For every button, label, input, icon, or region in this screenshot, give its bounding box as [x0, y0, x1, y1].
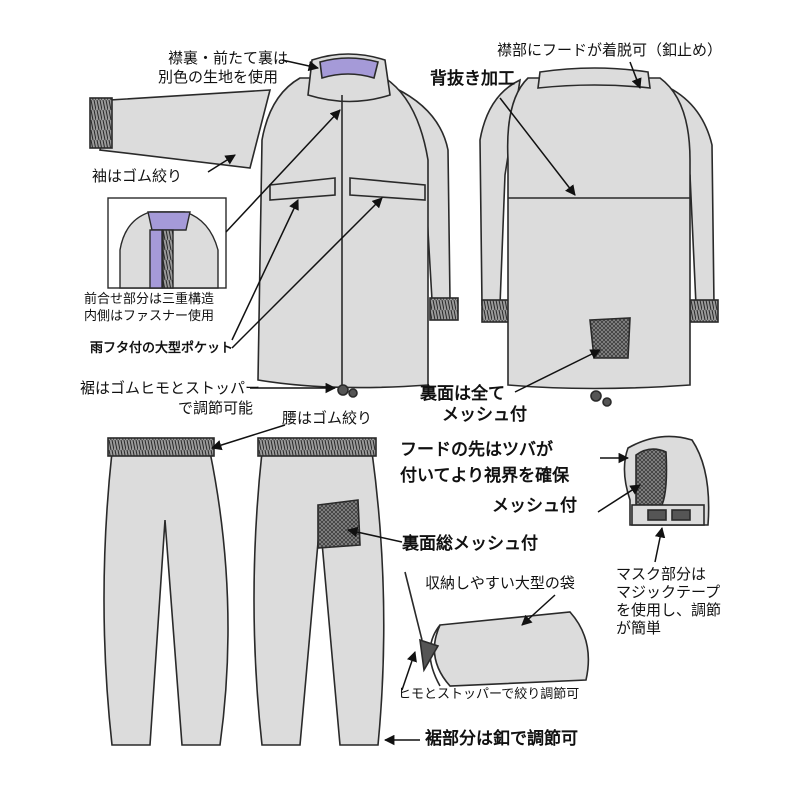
- label-pants-mesh: 裏面総メッシュ付: [402, 534, 538, 554]
- label-mask-3: を使用し、調節: [616, 601, 722, 619]
- jacket-front-right-pocket: [349, 177, 426, 201]
- label-front-closure-2: 内側はファスナー使用: [84, 309, 215, 324]
- jacket-back: [479, 67, 719, 407]
- label-cuff-elastic: 袖はゴム絞り: [92, 167, 183, 185]
- jacket-back-inner-mesh: [589, 317, 631, 359]
- label-hood-detach: 襟部にフードが着脱可（釦止め）: [497, 41, 723, 59]
- label-bag-cord: ヒモとストッパーで絞り調節可: [398, 687, 580, 702]
- jacket-back-collar: [537, 67, 651, 89]
- label-inner-mesh-1: 裏面は全て: [420, 384, 505, 404]
- front-closure-inset: [107, 197, 227, 289]
- label-waist-elastic: 腰はゴム絞り: [282, 409, 373, 427]
- hood-mask: [631, 504, 705, 526]
- pants-back: [253, 437, 385, 746]
- jacket-front-left-pocket: [269, 177, 336, 201]
- label-bag: 収納しやすい大型の袋: [425, 574, 575, 592]
- label-inner-mesh-2: メッシュ付: [442, 405, 527, 425]
- jacket-front-left-sleeve: [99, 89, 272, 169]
- callout-arrows: [207, 59, 666, 746]
- storage-bag: [404, 571, 590, 687]
- label-mask-4: が簡単: [616, 619, 662, 637]
- label-front-closure-1: 前合せ部分は三重構造: [84, 292, 215, 307]
- jacket-front-hem-stopper: [337, 384, 349, 396]
- jacket-front-right-cuff: [429, 297, 459, 321]
- pants-inner-mesh: [317, 499, 361, 549]
- jacket-back-left-cuff: [481, 299, 511, 323]
- jacket-front: [89, 53, 459, 398]
- label-pocket: 雨フタ付の大型ポケット: [90, 341, 234, 356]
- hood-mesh: [635, 448, 668, 506]
- jacket-front-cuff: [89, 97, 113, 149]
- pants-front-waistband: [107, 437, 215, 457]
- jacket-back-body: [506, 77, 691, 390]
- label-back-vent: 背抜き加工: [430, 69, 515, 89]
- jacket-front-hem-stopper-2: [348, 388, 358, 398]
- pants-front: [103, 437, 229, 746]
- label-hem-cord-1: 裾はゴムヒモとストッパー: [80, 379, 261, 397]
- jacket-front-body: [257, 77, 429, 389]
- label-hood-visor-2: 付いてより視界を確保: [400, 466, 570, 486]
- label-hood-mesh: メッシュ付: [492, 496, 577, 516]
- label-hood-visor-1: フードの先はツバが: [400, 440, 553, 460]
- jacket-back-right-cuff: [689, 299, 719, 323]
- label-collar-lining-1: 襟裏・前たて裏は: [168, 49, 289, 67]
- label-hem-cord-2: で調節可能: [178, 399, 254, 417]
- label-mask-1: マスク部分は: [616, 565, 707, 583]
- label-collar-lining-2: 別色の生地を使用: [158, 68, 279, 86]
- label-mask-2: マジックテープ: [616, 583, 721, 601]
- label-pants-hem: 裾部分は釦で調節可: [425, 729, 578, 749]
- hood: [623, 435, 710, 526]
- jacket-front-collar-lining: [319, 57, 379, 80]
- pants-back-waistband: [257, 437, 377, 457]
